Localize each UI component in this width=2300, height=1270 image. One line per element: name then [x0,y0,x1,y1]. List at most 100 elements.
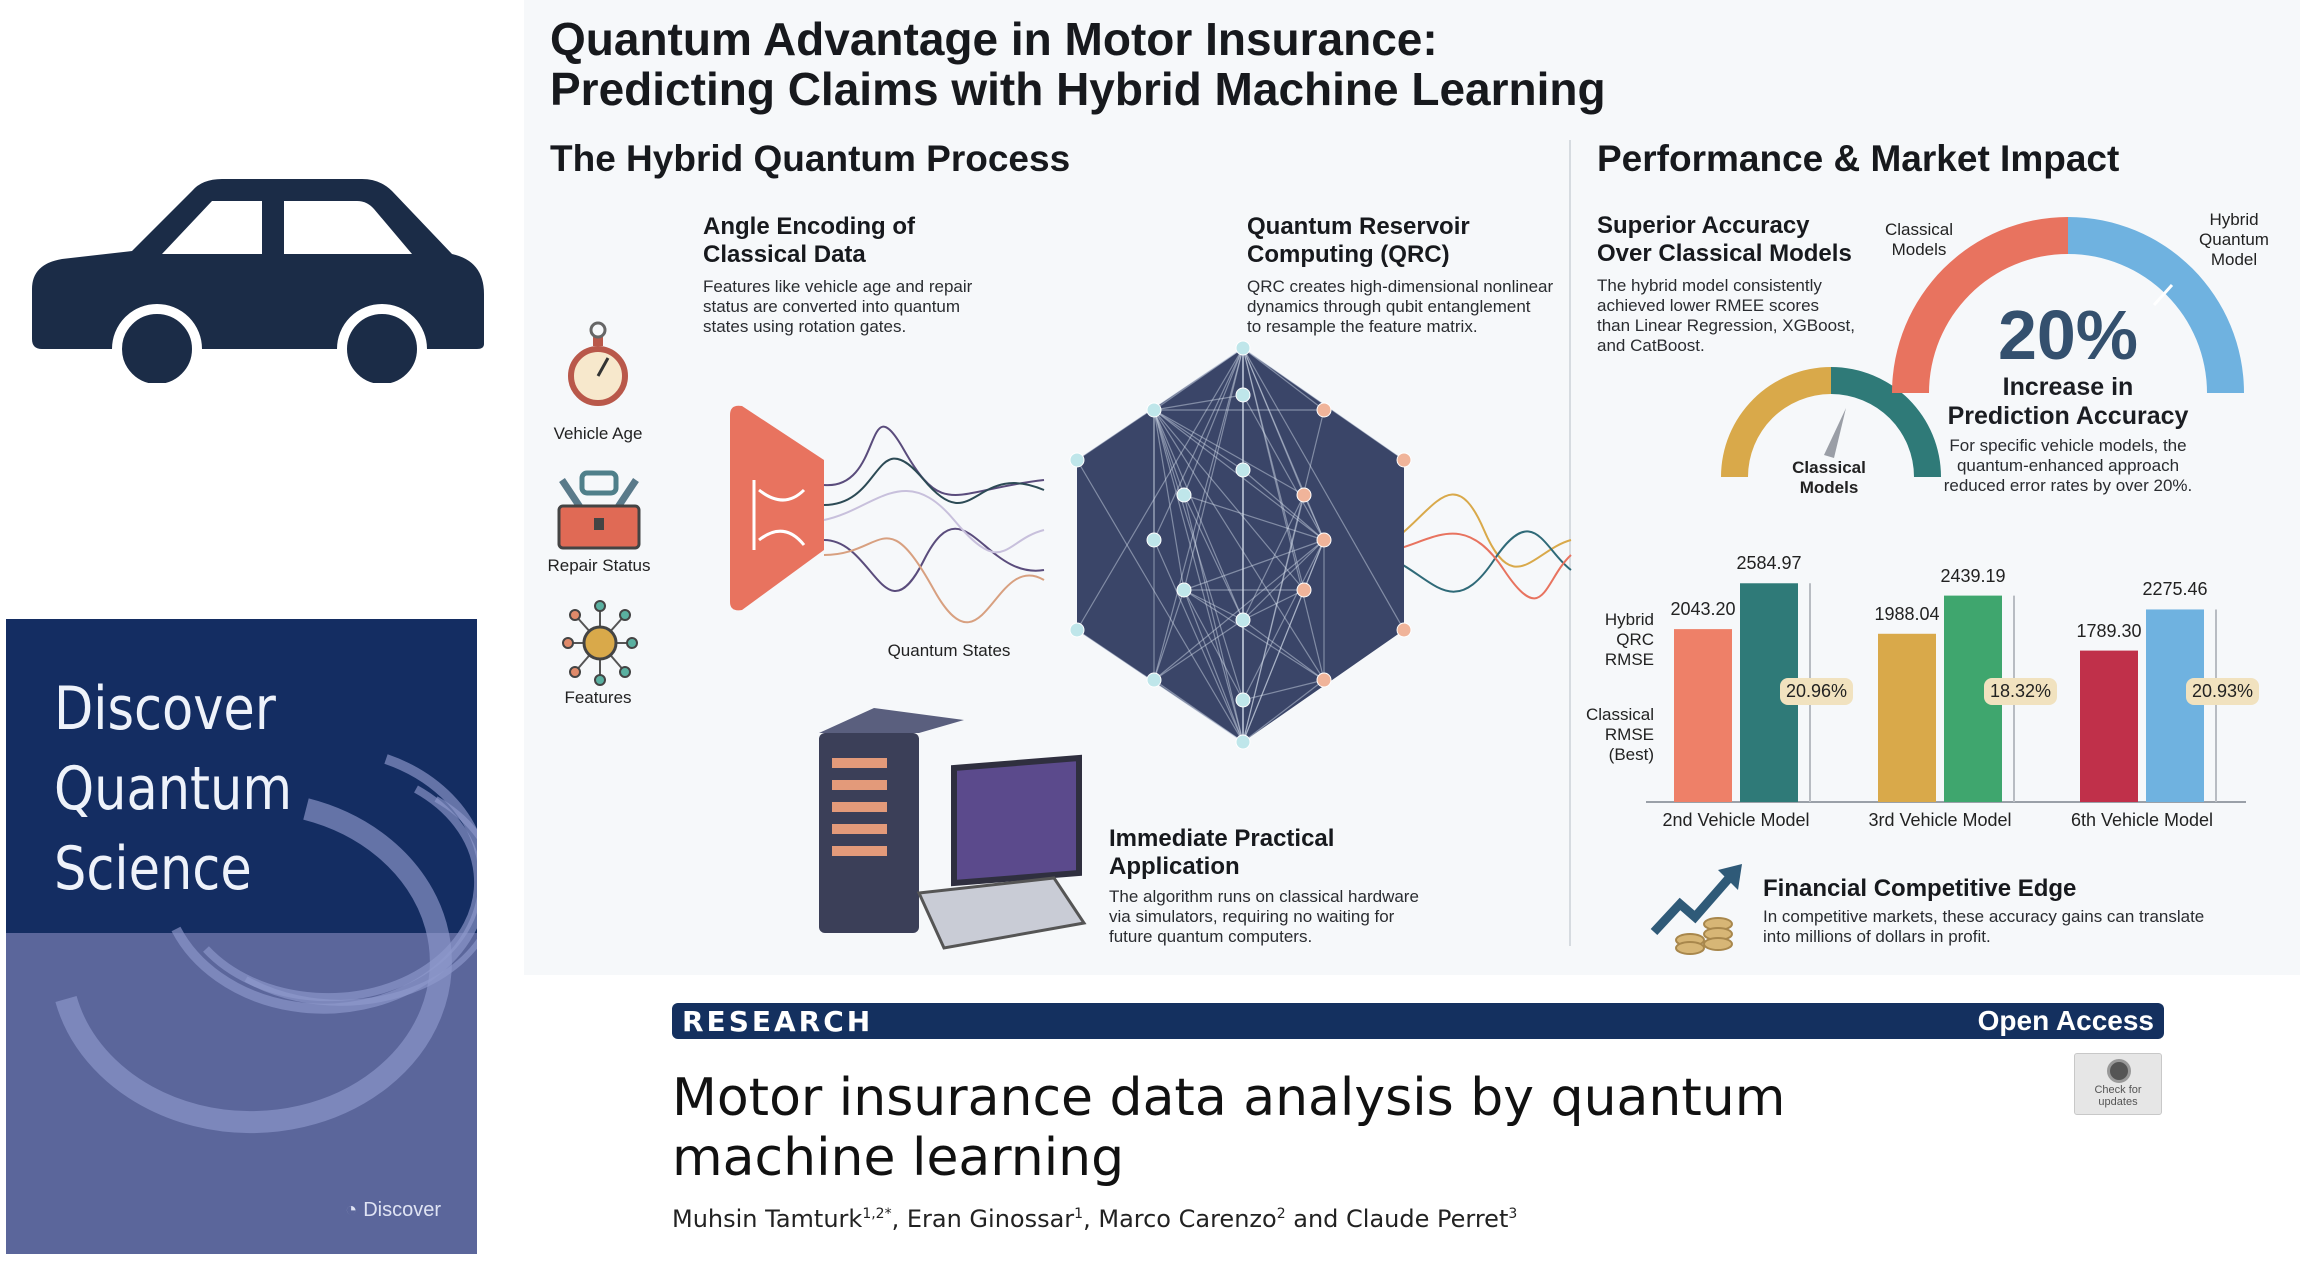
improvement-badge: 18.32% [1984,678,2058,705]
encoding-title: Angle Encoding of [703,213,915,240]
body-line: dynamics through qubit entanglement [1247,297,1531,316]
stopwatch-icon [568,321,628,406]
caption-line: Prediction Accuracy [1947,402,2189,430]
title-line: Quantum [54,754,293,824]
category-label: 2nd Vehicle Model [1662,810,1810,830]
author-name[interactable]: Claude Perret [1346,1205,1509,1233]
qubit-node [1296,582,1312,598]
body-line: and CatBoost. [1597,336,1705,355]
qubit-node [1235,462,1251,478]
publisher-logo: ◔Discover [345,1199,441,1222]
body-line: achieved lower RMEE scores [1597,296,1820,315]
bar-value-label: 2275.46 [2142,579,2208,600]
improvement-percentage: 20% [1997,296,2139,374]
bar-classical [2146,609,2204,802]
input-label-vehicle-age: Vehicle Age [553,424,643,443]
affiliation: 2 [1276,1206,1286,1222]
qubit-node [1235,387,1251,403]
body-line: The hybrid model consistently [1597,276,1822,295]
body-line: The algorithm runs on classical hardware [1109,887,1419,906]
check-line: Check for [2094,1084,2142,1096]
brand-name: Discover [363,1199,441,1221]
bar-value-label: 1789.30 [2076,620,2142,641]
body-line: via simulators, requiring no waiting for [1109,907,1395,926]
qubit-node [1146,532,1162,548]
qubit-node [1069,622,1085,638]
affiliation: 1,2* [862,1206,892,1222]
encoding-title: Classical Data [703,241,866,268]
check-line: updates [2098,1096,2138,1108]
qrc-network-icon [1077,348,1404,742]
qubit-node [1235,692,1251,708]
title-line: Discover [54,674,276,744]
body-line: to resample the feature matrix. [1247,317,1478,336]
qubit-node [1396,452,1412,468]
category-label: 3rd Vehicle Model [1868,810,2012,830]
qubit-node [1235,612,1251,628]
label-line: Models [1799,478,1859,497]
quantum-process-diagram [730,340,1572,750]
accuracy-title: Superior Accuracy [1597,212,1810,239]
legend-line: Hybrid [1604,610,1654,629]
body-line: For specific vehicle models, the [1949,436,2187,455]
car-icon [32,179,484,383]
application-body: The algorithm runs on classical hardware… [1109,887,1419,947]
big-gauge-classical-arc [1892,217,2068,393]
label-line: Hybrid [2209,210,2259,229]
computer-hardware-icon [819,708,1087,950]
small-gauge-hybrid-arc [1831,367,1941,477]
improvement-badge: 20.96% [1780,678,1854,705]
affiliation: 1 [1074,1206,1084,1222]
application-block: Immediate Practical Application The algo… [1109,825,1419,947]
qubit-node [1316,402,1332,418]
bar-hybrid [1674,629,1732,802]
separator: and [1285,1205,1347,1233]
application-title: Immediate Practical [1109,825,1335,852]
bar-hybrid [2080,650,2138,802]
open-access-label[interactable]: Open Access [1977,1005,2154,1036]
caption-line: Increase in [2002,373,2134,401]
author-name[interactable]: Marco Carenzo [1098,1205,1277,1233]
encoding-body: Features like vehicle age and repair sta… [703,277,972,337]
legend-line: RMSE [1604,650,1654,669]
legend-line: RMSE [1604,725,1654,744]
gauge-needle-icon [1824,408,1846,458]
swirl-graphic [55,754,477,1134]
title-line: Quantum Advantage in Motor Insurance: [550,13,1438,65]
label-line: Models [1891,240,1947,259]
bar-value-label: 2043.20 [1670,599,1736,620]
author-name[interactable]: Eran Ginossar [906,1205,1075,1233]
process-heading: The Hybrid Quantum Process [550,138,1071,179]
bookmark-icon [2107,1059,2131,1083]
qubit-node [1316,672,1332,688]
body-line: future quantum computers. [1109,927,1313,946]
infographic: Quantum Advantage in Motor Insurance: Pr… [524,0,2300,975]
body-line: than Linear Regression, XGBoost, [1597,316,1855,335]
body-line: In competitive markets, these accuracy g… [1763,907,2205,926]
qrc-title: Computing (QRC) [1247,241,1450,268]
qubit-node [1235,340,1251,356]
paper-title: Motor insurance data analysis by quantum… [672,1068,1786,1188]
qubit-node [1235,734,1251,750]
article-type-banner: RESEARCH Open Access [672,1003,2164,1039]
author-name[interactable]: Muhsin Tamturk [672,1205,863,1233]
features-network-icon [562,600,638,686]
qrc-title: Quantum Reservoir [1247,213,1470,240]
improvement-badge: 20.93% [2186,678,2260,705]
section-divider [1569,140,1571,946]
qubit-node [1146,402,1162,418]
qubit-node [1296,487,1312,503]
growth-coins-icon [1650,864,1742,955]
toolbox-icon [557,470,641,550]
title-line: Predicting Claims with Hybrid Machine Le… [550,63,1606,115]
label-line: Classical [1884,220,1954,239]
input-label-repair-status: Repair Status [547,556,651,575]
body-line: QRC creates high-dimensional nonlinear [1247,277,1554,296]
